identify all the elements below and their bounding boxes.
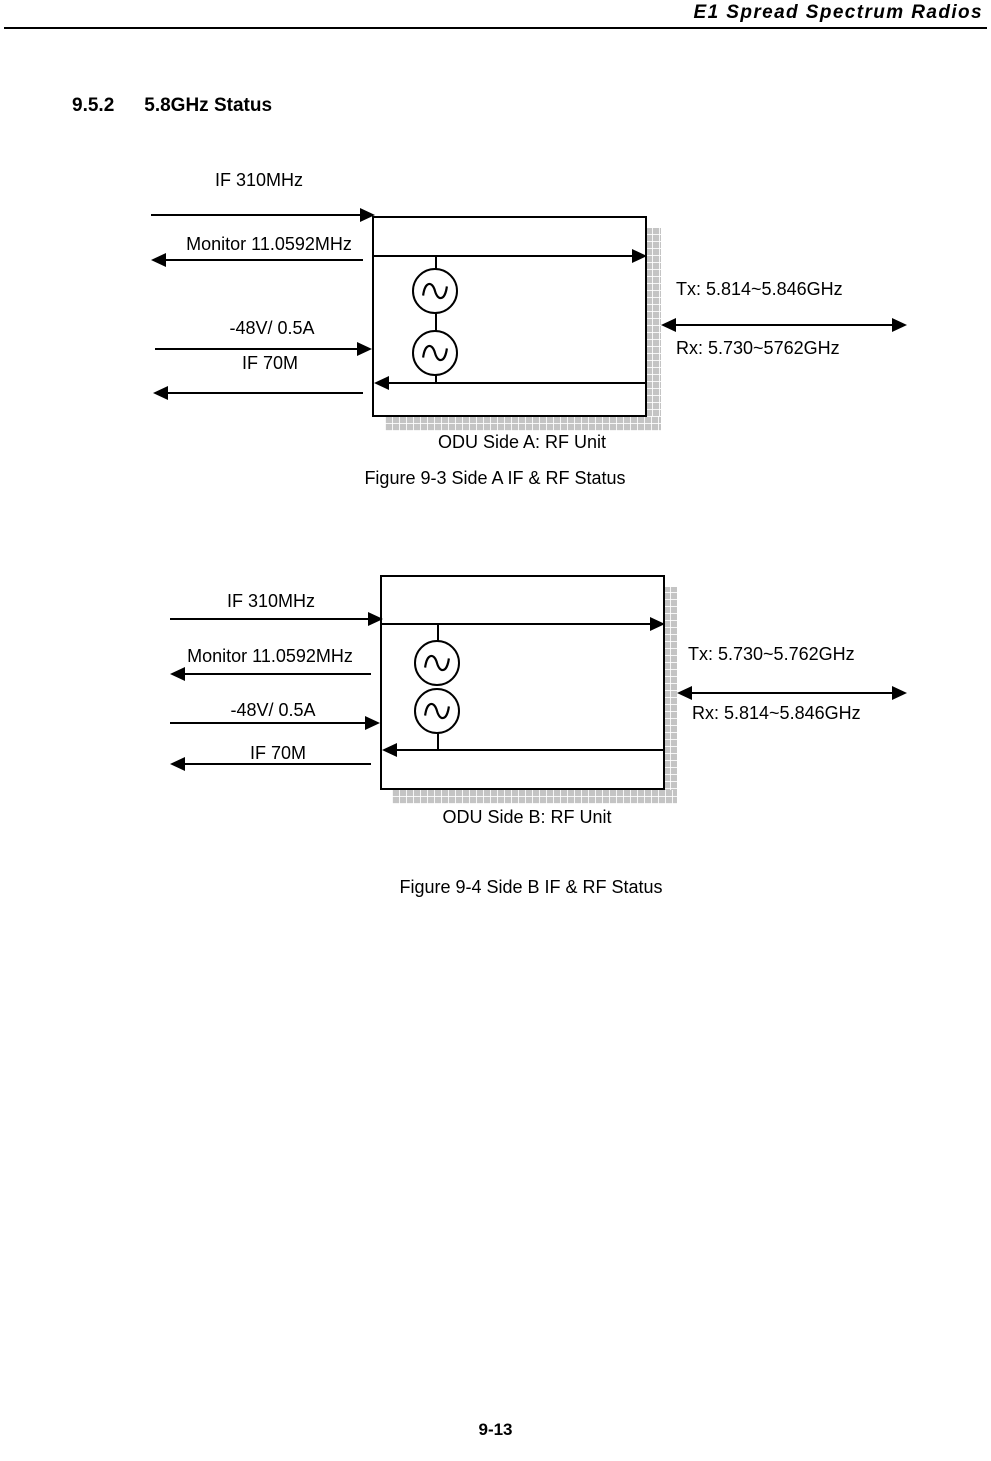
rx-rail-arrowhead-b bbox=[382, 743, 397, 757]
signal-line-if70m-a bbox=[168, 392, 363, 394]
signal-line-if70m-b bbox=[185, 763, 371, 765]
sine-wave-icon bbox=[424, 654, 450, 672]
signal-arrowhead-tx-out-a bbox=[892, 318, 907, 332]
page-title: 9.5.2 5.8GHz Status bbox=[72, 95, 272, 117]
tx-rail-a bbox=[374, 255, 634, 257]
sine-wave-icon bbox=[424, 702, 450, 720]
odu-side-a-box bbox=[372, 216, 647, 417]
signal-arrowhead-monitor-a bbox=[151, 253, 166, 267]
sine-wave-icon bbox=[422, 344, 448, 362]
rx-rail-b bbox=[396, 749, 663, 751]
signal-label-monitor-a: Monitor 11.0592MHz bbox=[186, 234, 352, 254]
tx-rail-b bbox=[382, 623, 652, 625]
oscillator-upper-a bbox=[412, 268, 458, 314]
signal-arrowhead-power-b bbox=[365, 716, 380, 730]
signal-arrowhead-rx-in-a bbox=[661, 318, 676, 332]
signal-arrowhead-rx-in-b bbox=[677, 686, 692, 700]
signal-label-if310-b: IF 310MHz bbox=[226, 591, 316, 611]
osc-stem-upper-b bbox=[437, 623, 439, 643]
osc-stem-upper-a bbox=[435, 255, 437, 277]
figure-9-3-caption: Figure 9-3 Side A IF & RF Status bbox=[364, 468, 626, 488]
signal-label-power-b: -48V/ 0.5A bbox=[230, 700, 316, 720]
oscillator-lower-b bbox=[414, 688, 460, 734]
osc-stem-lower-b bbox=[437, 732, 439, 751]
signal-label-if70m-a: IF 70M bbox=[241, 353, 299, 373]
signal-line-power-a bbox=[155, 348, 360, 350]
signal-label-tx-a: Tx: 5.814~5.846GHz bbox=[676, 279, 843, 299]
signal-line-monitor-a bbox=[166, 259, 363, 261]
signal-arrowhead-if310-a bbox=[360, 208, 375, 222]
odu-box-shadow-bottom bbox=[385, 416, 661, 431]
signal-label-rx-a: Rx: 5.730~5762GHz bbox=[676, 338, 840, 358]
oscillator-upper-b bbox=[414, 640, 460, 686]
rx-rail-a bbox=[388, 382, 645, 384]
odu-box-shadow-right bbox=[645, 228, 661, 431]
signal-line-if310-b bbox=[170, 618, 371, 620]
odu-side-b-caption: ODU Side B: RF Unit bbox=[442, 807, 612, 827]
tx-rail-arrowhead-a bbox=[632, 249, 647, 263]
osc-stem-mid-a bbox=[435, 312, 437, 332]
odu-side-a-caption: ODU Side A: RF Unit bbox=[437, 432, 607, 452]
page-footer: 9-13 bbox=[0, 1420, 991, 1440]
section-number: 9.5.2 bbox=[72, 95, 115, 116]
signal-line-power-b bbox=[170, 722, 368, 724]
odu-box-shadow-right-b bbox=[663, 587, 677, 803]
signal-label-tx-b: Tx: 5.730~5.762GHz bbox=[688, 644, 855, 664]
signal-arrowhead-if70m-a bbox=[153, 386, 168, 400]
oscillator-lower-a bbox=[412, 330, 458, 376]
sine-wave-icon bbox=[422, 282, 448, 300]
page-header: E1 Spread Spectrum Radios bbox=[0, 0, 991, 34]
section-title: 5.8GHz Status bbox=[144, 95, 273, 116]
page-number: 9-13 bbox=[478, 1420, 513, 1439]
signal-line-monitor-b bbox=[185, 673, 371, 675]
running-title: E1 Spread Spectrum Radios bbox=[693, 2, 983, 23]
signal-line-txrx-b bbox=[692, 692, 894, 694]
signal-label-power-a: -48V/ 0.5A bbox=[229, 318, 315, 338]
signal-arrowhead-power-a bbox=[357, 342, 372, 356]
header-rule bbox=[4, 27, 987, 29]
signal-label-if310-a: IF 310MHz bbox=[214, 170, 304, 190]
signal-arrowhead-if70m-b bbox=[170, 757, 185, 771]
signal-line-if310-a bbox=[151, 214, 363, 216]
osc-stem-lower-a bbox=[435, 374, 437, 384]
tx-rail-arrowhead-b bbox=[650, 617, 665, 631]
signal-arrowhead-tx-out-b bbox=[892, 686, 907, 700]
signal-arrowhead-monitor-b bbox=[170, 667, 185, 681]
signal-line-txrx-a bbox=[676, 324, 894, 326]
signal-arrowhead-if310-b bbox=[368, 612, 383, 626]
signal-label-if70m-b: IF 70M bbox=[249, 743, 307, 763]
signal-label-rx-b: Rx: 5.814~5.846GHz bbox=[692, 703, 861, 723]
odu-box-shadow-bottom-b bbox=[392, 790, 677, 804]
signal-label-monitor-b: Monitor 11.0592MHz bbox=[187, 646, 353, 666]
rx-rail-arrowhead-a bbox=[374, 376, 389, 390]
figure-9-4-caption: Figure 9-4 Side B IF & RF Status bbox=[399, 877, 663, 897]
